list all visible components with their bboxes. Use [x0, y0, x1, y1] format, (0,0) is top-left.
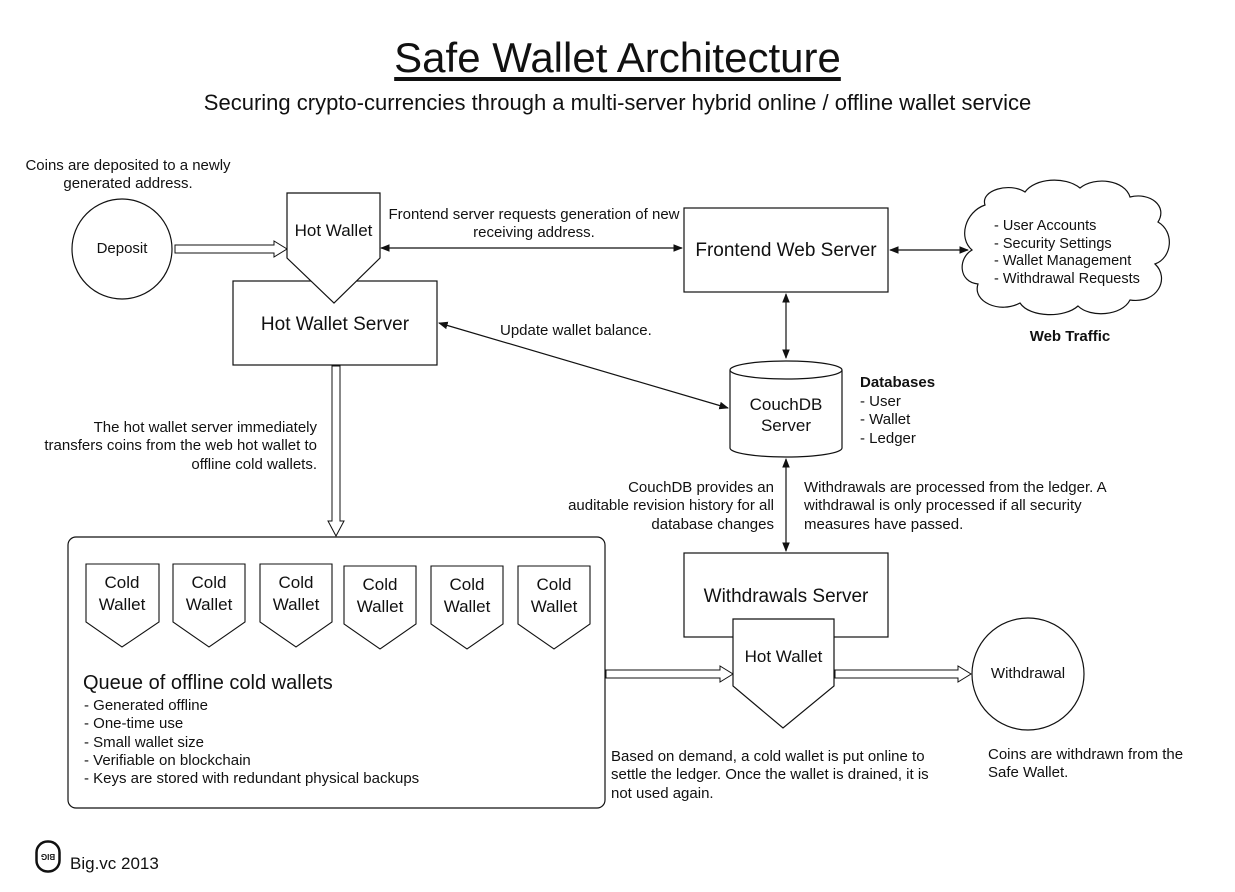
web-traffic-item: - Withdrawal Requests — [994, 271, 1140, 288]
cold-queue-item: - Keys are stored with redundant physica… — [84, 770, 420, 788]
cold-queue-heading: Queue of offline cold wallets — [83, 672, 333, 694]
cold-queue-item: - Generated offline — [84, 697, 208, 714]
demand-note: Based on demand, a cold wallet is put on… — [611, 748, 929, 802]
cold-wallet-4-shape — [343, 565, 417, 650]
couchdb-history-note: CouchDB provides an auditable revision h… — [568, 479, 774, 533]
cold-queue-item: - Small wallet size — [84, 733, 205, 751]
withdrawal-node — [971, 617, 1085, 731]
deposit-note: Coins are deposited to a newly generated… — [25, 157, 231, 193]
hot-wallet-bottom-label: Hot Wallet — [744, 647, 823, 666]
web-traffic-item: - User Accounts — [994, 218, 1097, 234]
couchdb-cylinder — [729, 360, 843, 458]
hot-server-to-cold-queue-arrow — [327, 365, 345, 538]
hot-wallet-bottom-shape — [732, 618, 835, 729]
withdrawal-note: Coins are withdrawn from the Safe Wallet… — [988, 746, 1184, 782]
withdrawals-server-label: Withdrawals Server — [703, 586, 869, 607]
frontend-server-label: Frontend Web Server — [695, 240, 877, 261]
cold-wallet-label-line2: Wallet — [356, 596, 404, 616]
deposit-label: Deposit — [96, 240, 148, 257]
withdrawal-label: Withdrawal — [990, 665, 1066, 682]
database-item: - Ledger — [860, 429, 916, 447]
cold-wallet-6-shape — [517, 565, 591, 650]
hot-wallet-to-withdrawal-arrow — [834, 665, 972, 683]
databases-heading: Databases — [860, 374, 936, 391]
deposit-node — [71, 198, 173, 300]
update-balance-note: Update wallet balance. — [500, 322, 652, 339]
update-balance-arrow — [438, 321, 729, 410]
cold-queue-list: - Generated offline - One-time use - Sma… — [84, 697, 419, 788]
web-traffic-item: - Wallet Management — [994, 253, 1132, 270]
cold-wallet-label-line1: Cold — [362, 575, 398, 594]
web-traffic-cloud — [961, 179, 1170, 316]
web-traffic-list: - User Accounts - Security Settings - Wa… — [994, 218, 1140, 289]
page-title: Safe Wallet Architecture — [394, 34, 841, 81]
cold-wallet-label-line1: Cold — [536, 575, 572, 594]
cold-wallet-label-line1: Cold — [449, 575, 485, 594]
cold-queue-to-hot-wallet-arrow — [605, 665, 734, 683]
cold-wallet-label-line2: Wallet — [272, 594, 320, 614]
frontend-request-note: Frontend server requests generation of n… — [388, 206, 680, 242]
frontend-server-box — [683, 207, 889, 293]
cold-wallet-label-line1: Cold — [191, 573, 227, 592]
cold-wallet-label-line1: Cold — [278, 573, 314, 592]
couchdb-label-line2: Server — [760, 416, 812, 435]
deposit-to-hot-wallet-arrow — [174, 240, 288, 258]
database-item: - Wallet — [860, 411, 911, 429]
cold-wallet-label-line2: Wallet — [443, 596, 491, 616]
cold-queue-item: - Verifiable on blockchain — [84, 751, 251, 769]
hot-wallet-server-label: Hot Wallet Server — [260, 314, 410, 335]
cold-wallet-label-line1: Cold — [104, 573, 140, 592]
withdrawals-process-note: Withdrawals are processed from the ledge… — [804, 479, 1106, 533]
footer-label: Big.vc 2013 — [70, 854, 159, 873]
transfer-note: The hot wallet server immediately transf… — [44, 419, 317, 473]
logo-text: BIG — [41, 852, 55, 861]
cold-wallet-2-shape — [172, 563, 246, 648]
web-traffic-item: - Security Settings — [994, 235, 1112, 252]
cold-queue-item: - One-time use — [84, 715, 184, 733]
databases-list: - User - Wallet - Ledger — [860, 393, 916, 448]
cold-wallet-5-shape — [430, 565, 504, 650]
web-traffic-label: Web Traffic — [1029, 328, 1111, 345]
cold-wallet-3-shape — [259, 563, 333, 648]
cold-wallet-1-shape — [85, 563, 160, 648]
cold-wallet-label-line2: Wallet — [185, 594, 233, 614]
hot-wallet-top-label: Hot Wallet — [294, 221, 373, 240]
cold-wallet-label-line2: Wallet — [530, 596, 578, 616]
page-subtitle: Securing crypto-currencies through a mul… — [203, 90, 1032, 115]
big-vc-logo-icon: BIG — [35, 840, 61, 873]
cold-wallet-label-line2: Wallet — [98, 594, 146, 614]
hot-wallet-top-shape — [286, 192, 381, 304]
database-item: - User — [860, 393, 901, 410]
couchdb-label-line1: CouchDB — [749, 395, 823, 414]
